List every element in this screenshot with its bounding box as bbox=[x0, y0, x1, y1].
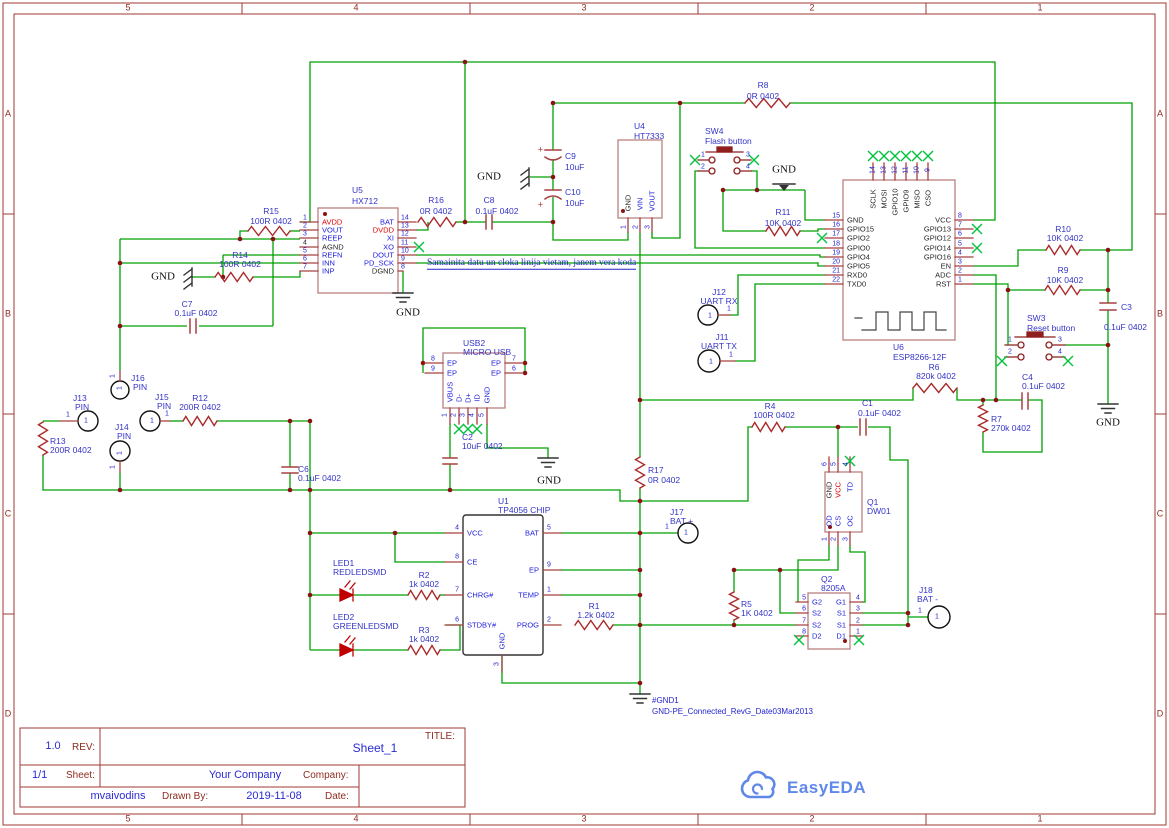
connector-j16[interactable] bbox=[110, 370, 130, 400]
connector-j18[interactable] bbox=[927, 605, 951, 629]
resistor-r1[interactable] bbox=[574, 619, 614, 631]
title-block bbox=[19, 727, 466, 808]
connector-usb2[interactable] bbox=[424, 352, 524, 425]
resistor-r11[interactable] bbox=[765, 225, 801, 237]
resistor-r2[interactable] bbox=[407, 589, 441, 601]
resistor-r4[interactable] bbox=[751, 421, 786, 433]
chip-u4-ht7333[interactable] bbox=[617, 139, 663, 233]
resistor-r16[interactable] bbox=[417, 216, 457, 228]
earth-ground-icon bbox=[183, 167, 530, 290]
titleblock-rev-value: 1.0 bbox=[45, 740, 61, 752]
capacitor-c7[interactable] bbox=[189, 318, 197, 334]
no-connect-x-icons bbox=[413, 150, 1074, 646]
switch-sw4[interactable] bbox=[697, 146, 752, 175]
capacitor-c6[interactable] bbox=[281, 466, 299, 474]
titleblock-sheet-value: 1/1 bbox=[32, 769, 48, 781]
titleblock-date-label: Date: bbox=[325, 791, 349, 802]
resistor-r12[interactable] bbox=[182, 415, 218, 427]
connector-j11[interactable] bbox=[697, 349, 736, 373]
resistor-r13[interactable] bbox=[37, 421, 49, 456]
junction-dots bbox=[117, 59, 1111, 686]
titleblock-drawnby-value: mvaivodins bbox=[90, 790, 146, 802]
chip-u1-tp4056[interactable] bbox=[444, 514, 562, 673]
led-led1[interactable] bbox=[339, 580, 356, 603]
resistor-r8[interactable] bbox=[744, 97, 791, 109]
chip-q2-8205a[interactable] bbox=[795, 592, 863, 650]
capacitor-c1[interactable] bbox=[859, 418, 867, 436]
connector-j17[interactable] bbox=[677, 522, 699, 544]
capacitor-c3[interactable] bbox=[1099, 302, 1117, 311]
capacitor-c8[interactable] bbox=[485, 214, 493, 230]
ground-icon bbox=[392, 292, 1119, 704]
titleblock-title-label: TITLE: bbox=[425, 731, 456, 742]
titleblock-company-label: Company: bbox=[303, 770, 349, 781]
titleblock-sheet-label: Sheet: bbox=[66, 770, 95, 781]
connector-j15[interactable] bbox=[139, 410, 171, 432]
titleblock-drawnby-label: Drawn By: bbox=[162, 791, 209, 802]
resistor-r6[interactable] bbox=[912, 382, 958, 394]
chip-u6-esp8266[interactable] bbox=[824, 162, 974, 341]
components bbox=[37, 97, 1119, 704]
resistor-r9[interactable] bbox=[1044, 284, 1081, 296]
connector-j12[interactable] bbox=[697, 304, 731, 326]
resistor-r3[interactable] bbox=[407, 644, 441, 656]
resistor-r7[interactable] bbox=[976, 404, 990, 433]
titleblock-title-value: Sheet_1 bbox=[352, 741, 398, 755]
chassis-ground-icon bbox=[772, 183, 796, 191]
capacitor-c4[interactable] bbox=[1021, 392, 1029, 410]
antenna-icon bbox=[854, 311, 947, 331]
connector-j13[interactable] bbox=[59, 410, 99, 432]
easyeda-logo-text: EasyEDA bbox=[787, 778, 867, 797]
titleblock-date-value: 2019-11-08 bbox=[246, 790, 302, 802]
wires[interactable] bbox=[42, 61, 1133, 694]
capacitor-c10[interactable] bbox=[543, 189, 563, 201]
resistor-r17[interactable] bbox=[634, 456, 646, 489]
capacitor-c2[interactable] bbox=[442, 457, 458, 465]
resistor-r15[interactable] bbox=[247, 225, 291, 237]
resistor-r14[interactable] bbox=[214, 271, 254, 283]
chip-u5-hx712[interactable] bbox=[299, 207, 417, 294]
switch-sw3[interactable] bbox=[1004, 331, 1066, 361]
resistor-r10[interactable] bbox=[1045, 244, 1081, 256]
resistor-r5[interactable] bbox=[727, 591, 741, 621]
led-led2[interactable] bbox=[339, 635, 356, 658]
titleblock-company-value: Your Company bbox=[208, 769, 282, 781]
connector-j14[interactable] bbox=[109, 440, 131, 473]
chip-q1-dw01[interactable] bbox=[824, 456, 863, 546]
capacitor-c9[interactable] bbox=[543, 149, 563, 161]
titleblock-rev-label: REV: bbox=[72, 742, 95, 753]
easyeda-logo-icon bbox=[740, 770, 776, 799]
